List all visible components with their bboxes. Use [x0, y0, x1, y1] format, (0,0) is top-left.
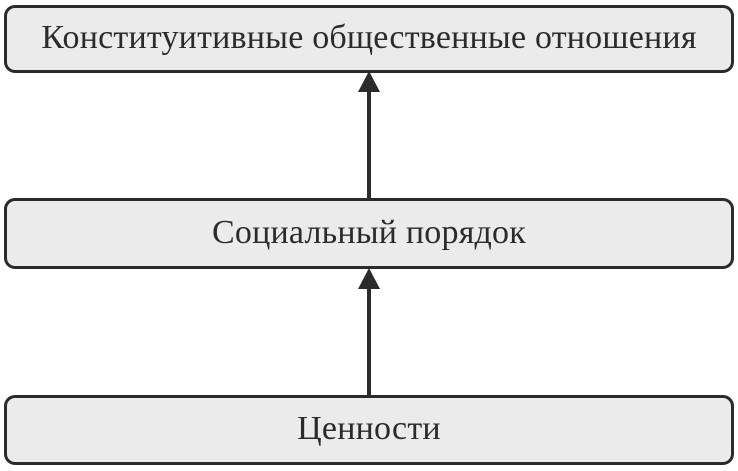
arrow-up-head-icon [358, 71, 380, 92]
arrow-stem [367, 92, 371, 199]
box-constitutive-relations: Конституитивные общественные отношения [4, 5, 734, 73]
arrow-up-head-icon [358, 268, 380, 289]
box-constitutive-relations-label: Конституитивные общественные отношения [41, 19, 697, 56]
box-values-label: Ценности [297, 410, 441, 447]
box-social-order: Социальный порядок [4, 198, 734, 269]
box-values: Ценности [4, 395, 734, 465]
arrow-values-to-social-order [358, 268, 380, 396]
box-social-order-label: Социальный порядок [212, 213, 526, 251]
arrow-social-order-to-constitutive-relations [358, 71, 380, 199]
arrow-stem [367, 289, 371, 396]
